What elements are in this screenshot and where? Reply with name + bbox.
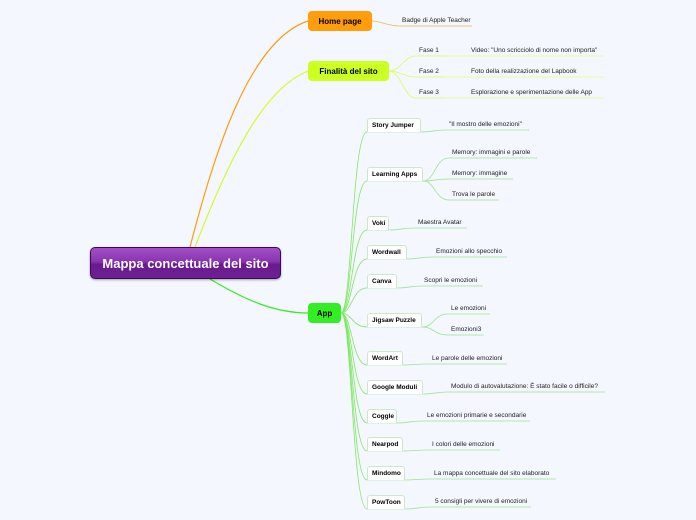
app-canva[interactable]: Canva: [367, 274, 397, 288]
link-phase: [388, 70, 445, 99]
link-app-sub: [340, 131, 368, 314]
app-child[interactable]: Modulo di autovalutazione: È stato facil…: [451, 383, 598, 390]
app-coggle[interactable]: Coggle: [367, 409, 397, 423]
link-sub-child: [388, 227, 467, 231]
phase-detail[interactable]: Video: "Uno scricciolo di nome non impor…: [471, 47, 598, 54]
link-app-sub: [340, 312, 368, 424]
app-nearpod[interactable]: Nearpod: [367, 437, 403, 451]
link-root-home: [189, 20, 309, 248]
link-root-finalita: [194, 70, 309, 248]
phase-label[interactable]: Fase 2: [419, 68, 439, 75]
link-sub-child: [402, 363, 507, 366]
phase-label[interactable]: Fase 3: [419, 89, 439, 96]
app-child[interactable]: Le parole delle emozioni: [432, 355, 503, 362]
link-sub-child: [421, 313, 490, 328]
app-mindomo[interactable]: Mindomo: [367, 466, 405, 480]
link-home-child: [371, 20, 472, 27]
link-app-sub: [340, 258, 368, 314]
link-app-sub: [340, 180, 368, 314]
root-topic[interactable]: Mappa concettuale del sito: [90, 247, 281, 279]
topic-app[interactable]: App: [308, 303, 341, 323]
link-sub-child: [396, 285, 483, 289]
link-sub-child: [404, 506, 531, 510]
app-child[interactable]: Memory: immagine: [452, 170, 508, 177]
phase-detail[interactable]: Esplorazione e sperimentazione delle App: [471, 89, 593, 96]
app-wordart[interactable]: WordArt: [367, 351, 403, 365]
app-child[interactable]: Emozioni3: [451, 326, 482, 333]
link-sub-child: [422, 391, 605, 395]
link-phase: [388, 55, 445, 72]
app-child[interactable]: 5 consigli per vivere di emozioni: [435, 498, 528, 505]
phase-label[interactable]: Fase 1: [419, 47, 439, 54]
link-sub-child: [421, 326, 484, 336]
link-app-sub: [340, 312, 368, 510]
app-wordwall[interactable]: Wordwall: [367, 245, 407, 259]
app-child[interactable]: Trova le parole: [452, 191, 496, 198]
link-sub-child: [402, 449, 500, 452]
app-powtoon[interactable]: PowToon: [367, 495, 405, 509]
app-child[interactable]: La mappa concettuale del sito elaborato: [434, 470, 550, 477]
link-sub-child: [396, 420, 530, 424]
topic-finalita[interactable]: Finalità del sito: [308, 61, 389, 81]
app-child[interactable]: Le emozioni primarie e secondarie: [427, 412, 527, 419]
link-sub-child: [404, 478, 556, 481]
link-sub-child: [422, 157, 537, 182]
app-child[interactable]: Memory: immagini e parole: [452, 149, 531, 156]
link-sub-child: [422, 178, 513, 182]
app-child[interactable]: I colori delle emozioni: [432, 441, 495, 448]
link-app-sub: [340, 287, 368, 314]
app-child[interactable]: Maestra Avatar: [418, 219, 462, 226]
app-child[interactable]: Scopri le emozioni: [424, 277, 478, 284]
app-child[interactable]: "Il mostro delle emozioni": [449, 121, 522, 128]
app-learning-apps[interactable]: Learning Apps: [367, 167, 423, 181]
home-child[interactable]: Badge di Apple Teacher: [402, 17, 471, 24]
link-sub-child: [406, 256, 507, 260]
link-phase: [388, 70, 445, 78]
app-story-jumper[interactable]: Story Jumper: [367, 118, 421, 132]
app-jigsaw-puzzle[interactable]: Jigsaw Puzzle: [367, 313, 422, 327]
app-child[interactable]: Emozioni allo specchio: [436, 248, 503, 255]
link-app-sub: [340, 229, 368, 314]
link-sub-child: [420, 129, 529, 133]
app-google-moduli[interactable]: Google Moduli: [367, 380, 423, 394]
app-child[interactable]: Le emozioni: [451, 305, 487, 312]
link-sub-child: [422, 180, 499, 201]
app-voki[interactable]: Voki: [367, 216, 389, 230]
topic-home-page[interactable]: Home page: [308, 11, 372, 31]
link-app-sub: [340, 312, 368, 328]
link-root-app: [209, 278, 309, 314]
phase-detail[interactable]: Foto della realizzazione del Lapbook: [471, 68, 577, 75]
